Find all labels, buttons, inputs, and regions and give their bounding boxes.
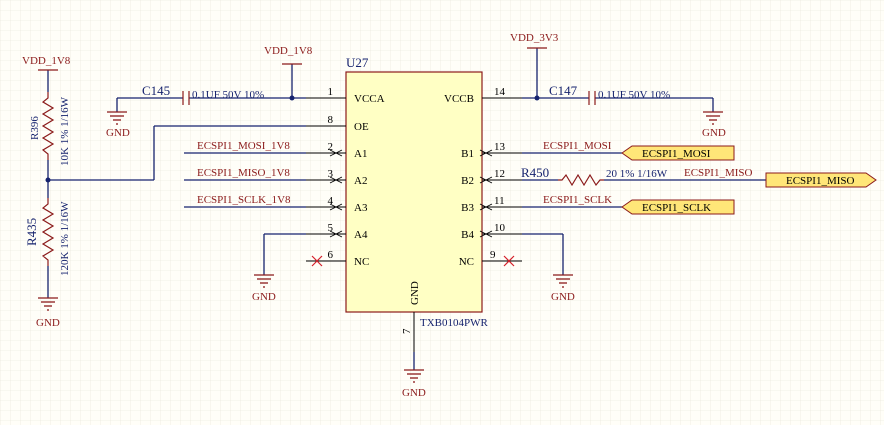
bidir-arrow-a2: [329, 176, 343, 184]
resistor-r435[interactable]: R435 120K 1% 1/16W: [24, 198, 71, 276]
port-mosi-label: ECSPI1_MOSI: [642, 148, 711, 160]
pin-num-10: 10: [494, 222, 506, 234]
pin-num-13: 13: [494, 141, 506, 153]
pin-num-9: 9: [490, 249, 496, 261]
pin-name-a4: A4: [354, 229, 368, 241]
pin-name-vcca: VCCA: [354, 93, 385, 105]
junction-vcca: [289, 95, 295, 101]
gnd-label-c147: GND: [702, 127, 726, 139]
pin-name-nc-right: NC: [459, 256, 474, 268]
c147-value: 0.1UF 50V 10%: [598, 89, 670, 101]
no-connect-pin-9: [503, 255, 515, 267]
pin-name-a1: A1: [354, 148, 367, 160]
gnd-label-a4: GND: [252, 291, 276, 303]
gnd-symbol-r435: GND: [36, 297, 60, 329]
port-ecspi1-sclk[interactable]: ECSPI1_SCLK: [621, 199, 735, 215]
pin-num-6: 6: [328, 249, 334, 261]
vdd-1v8-left-label: VDD_1V8: [22, 55, 71, 67]
pin-num-1: 1: [328, 86, 334, 98]
pin-name-b2: B2: [461, 175, 474, 187]
pin-num-5: 5: [328, 222, 334, 234]
bidir-arrow-b3: [479, 203, 493, 211]
resistor-r396[interactable]: R396 10K 1% 1/16W: [29, 92, 71, 166]
net-label-b1: ECSPI1_MOSI: [543, 140, 612, 152]
pin-num-2: 2: [328, 141, 334, 153]
gnd-label-b4: GND: [551, 291, 575, 303]
pin-num-8: 8: [328, 114, 334, 126]
junction-vccb: [534, 95, 540, 101]
pin-name-b1: B1: [461, 148, 474, 160]
r435-ref: R435: [24, 218, 39, 246]
gnd-symbol-pin7: GND: [402, 369, 426, 399]
resistor-r450[interactable]: R450 20 1% 1/16W: [521, 165, 668, 187]
ic-gnd-label: GND: [409, 281, 421, 305]
pin-num-4: 4: [328, 195, 334, 207]
power-vdd-1v8-top: VDD_1V8: [264, 45, 313, 65]
power-vdd-1v8-left: VDD_1V8: [22, 55, 71, 71]
port-miso-label: ECSPI1_MISO: [786, 175, 855, 187]
bidir-arrow-a3: [329, 203, 343, 211]
gnd-symbol-c147: GND: [702, 111, 726, 139]
pin-num-11: 11: [494, 195, 505, 207]
pin-num-7: 7: [401, 328, 413, 334]
port-ecspi1-miso[interactable]: ECSPI1_MISO: [765, 172, 877, 188]
c145-ref: C145: [142, 83, 170, 98]
r435-value: 120K 1% 1/16W: [59, 201, 71, 276]
junction-oe-divider: [45, 177, 51, 183]
gnd-label-r435: GND: [36, 317, 60, 329]
pin-name-oe: OE: [354, 121, 369, 133]
ic-part-number: TXB0104PWR: [420, 317, 489, 329]
pin-name-b4: B4: [461, 229, 474, 241]
gnd-label-pin7: GND: [402, 387, 426, 399]
bidir-arrow-b4: [479, 230, 493, 238]
ic-body: [345, 71, 483, 313]
vdd-1v8-top-label: VDD_1V8: [264, 45, 313, 57]
no-connect-pin-6: [311, 255, 323, 267]
net-label-b2: ECSPI1_MISO: [684, 167, 753, 179]
gnd-label-c145: GND: [106, 127, 130, 139]
net-label-b3: ECSPI1_SCLK: [543, 194, 612, 206]
port-ecspi1-mosi[interactable]: ECSPI1_MOSI: [621, 145, 735, 161]
capacitor-c145[interactable]: C145 0.1UF 50V 10%: [142, 83, 264, 105]
bidir-arrow-a4: [329, 230, 343, 238]
bidir-arrow-a1: [329, 149, 343, 157]
capacitor-c147[interactable]: C147 0.1UF 50V 10%: [549, 83, 670, 105]
gnd-symbol-b4: GND: [551, 274, 575, 303]
net-label-a1: ECSPI1_MOSI_1V8: [197, 140, 290, 152]
pin-name-nc-left: NC: [354, 256, 369, 268]
c147-ref: C147: [549, 83, 578, 98]
ic-u27[interactable]: U27 TXB0104PWR GND 1 8 2 3 4 5 6 VCCA OE…: [306, 55, 522, 352]
gnd-symbol-c145: GND: [106, 111, 130, 139]
pin-num-12: 12: [494, 168, 505, 180]
power-vdd-3v3: VDD_3V3: [510, 32, 559, 49]
net-label-a2: ECSPI1_MISO_1V8: [197, 167, 290, 179]
r396-ref: R396: [29, 116, 41, 140]
ic-designator: U27: [346, 55, 369, 70]
pin-name-b3: B3: [461, 202, 474, 214]
pin-name-a3: A3: [354, 202, 368, 214]
r450-value: 20 1% 1/16W: [606, 168, 668, 180]
port-sclk-label: ECSPI1_SCLK: [642, 202, 711, 214]
pin-name-a2: A2: [354, 175, 367, 187]
pin-num-14: 14: [494, 86, 506, 98]
gnd-symbol-a4: GND: [252, 274, 276, 303]
bidir-arrow-b2: [479, 176, 493, 184]
r450-ref: R450: [521, 165, 549, 180]
bidir-arrow-b1: [479, 149, 493, 157]
vdd-3v3-label: VDD_3V3: [510, 32, 559, 44]
pin-num-3: 3: [328, 168, 334, 180]
pin-name-vccb: VCCB: [444, 93, 474, 105]
net-label-a3: ECSPI1_SCLK_1V8: [197, 194, 291, 206]
c145-value: 0.1UF 50V 10%: [192, 89, 264, 101]
r396-value: 10K 1% 1/16W: [59, 96, 71, 166]
